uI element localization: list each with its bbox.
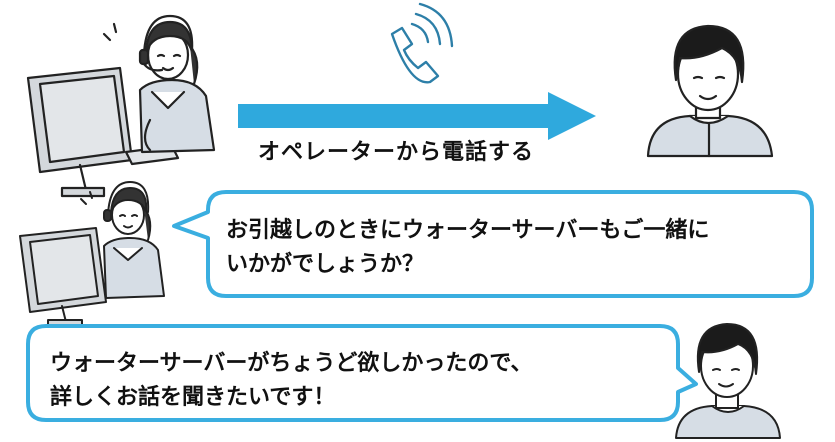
arrow-label: オペレーターから電話する xyxy=(258,140,535,165)
customer-speech-line-2: 詳しくお話を聞きたいです！ xyxy=(50,385,336,410)
operator-speech-line-1: お引越しのときにウォーターサーバーもご一緒に xyxy=(226,218,710,243)
customer-illustration-small xyxy=(675,323,781,439)
operator-illustration-small xyxy=(19,181,165,327)
speech-bubble-customer xyxy=(26,324,698,422)
operator-speech-line-2: いかがでしょうか？ xyxy=(226,252,425,277)
speech-bubble-operator xyxy=(172,190,814,298)
operator-speech-text: お引越しのときにウォーターサーバーもご一緒に いかがでしょうか？ xyxy=(226,214,806,282)
operator-illustration xyxy=(26,14,216,198)
right-arrow-icon xyxy=(238,92,596,140)
customer-speech-text: ウォーターサーバーがちょうど欲しかったので、 詳しくお話を聞きたいです！ xyxy=(50,347,630,415)
phone-ringing-icon xyxy=(390,2,454,84)
customer-illustration xyxy=(646,24,774,158)
customer-speech-line-1: ウォーターサーバーがちょうど欲しかったので、 xyxy=(50,351,533,376)
